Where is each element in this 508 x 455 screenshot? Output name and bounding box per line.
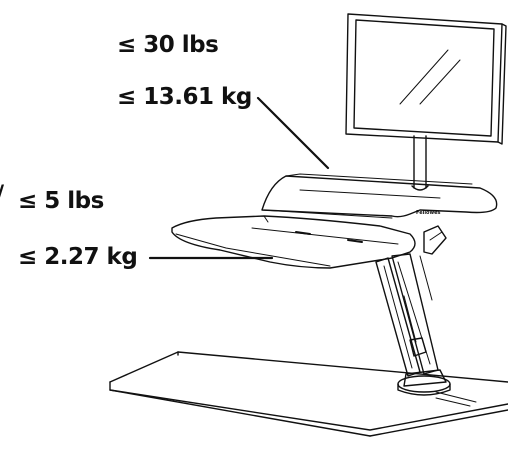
brand-logo: Fellowes <box>416 210 440 216</box>
top-surface-capacity-lbs: ≤ 30 lbs <box>117 32 219 58</box>
keyboard-tray <box>171 215 416 269</box>
height-adjust-handle <box>423 225 447 255</box>
tray-grip-left <box>295 231 311 235</box>
tray-grip-right <box>347 239 363 243</box>
top-work-surface: Fellowes <box>261 173 498 219</box>
cropped-edge-mark: / <box>0 184 4 206</box>
monitor-glare-line-2 <box>419 59 461 105</box>
desk-surface <box>109 351 508 437</box>
lift-arm <box>375 253 439 377</box>
desk-clamp-base <box>397 369 477 407</box>
monitor <box>345 13 507 191</box>
keyboard-tray-capacity-kg: ≤ 2.27 kg <box>18 244 138 270</box>
keyboard-tray-capacity-lbs: ≤ 5 lbs <box>18 188 104 214</box>
monitor-glare-line-1 <box>399 49 449 105</box>
top-surface-capacity-kg: ≤ 13.61 kg <box>117 84 252 110</box>
top-load-leader-line <box>256 96 330 170</box>
